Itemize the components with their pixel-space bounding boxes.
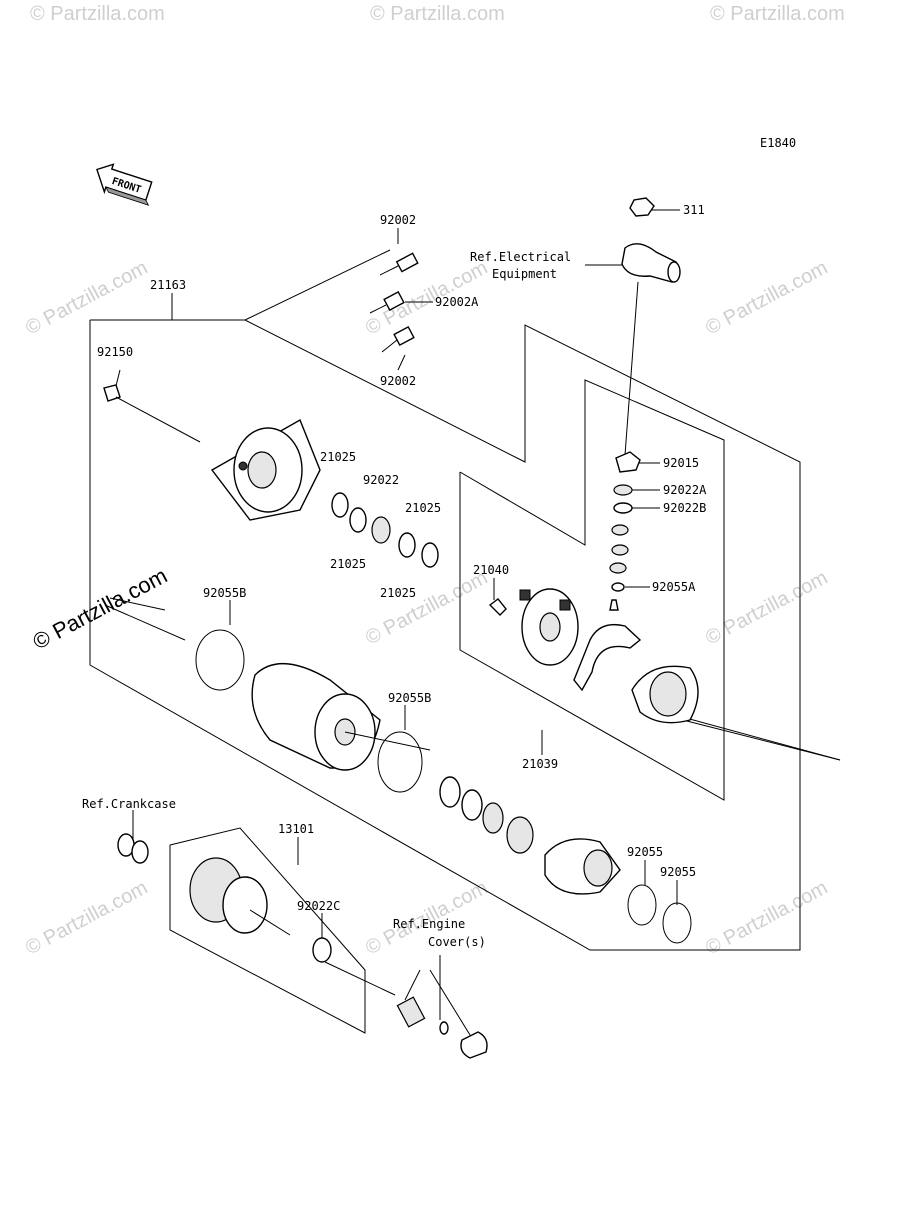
watermark: © Partzilla.com <box>710 3 845 25</box>
label-ref-electrical: Ref.Electrical <box>470 250 571 264</box>
brush-assembly-21039 <box>573 599 699 724</box>
yoke-motor <box>251 663 431 771</box>
bolt-92002-bottom <box>381 325 415 353</box>
label-21040: 21040 <box>473 563 509 577</box>
label-92022c: 92022C <box>297 899 340 913</box>
diagram-code: E1840 <box>760 136 796 150</box>
washer-92022c <box>312 937 332 963</box>
watermark: © Partzilla.com <box>22 257 151 340</box>
bolt-92002-top <box>379 252 419 276</box>
label-92022b: 92022B <box>663 501 706 515</box>
watermark-prominent: © Partzilla.com <box>29 563 172 655</box>
label-21025-d: 21025 <box>380 586 416 600</box>
label-ref-crankcase: Ref.Crankcase <box>82 797 176 811</box>
watermark: © Partzilla.com <box>702 567 831 650</box>
assembly-outline <box>89 319 801 1034</box>
watermark: © Partzilla.com <box>30 3 165 25</box>
label-92002-top: 92002 <box>380 213 416 227</box>
label-ref-engine-2: Cover(s) <box>428 935 486 949</box>
label-13101: 13101 <box>278 822 314 836</box>
label-21039: 21039 <box>522 757 558 771</box>
bearing-plate <box>506 816 534 854</box>
label-92055-b: 92055 <box>660 865 696 879</box>
oring-92055-b <box>662 902 692 944</box>
oring-92055b-mid <box>377 731 423 793</box>
washer-stack-21025 <box>331 492 439 568</box>
leader-lines <box>104 209 841 1036</box>
watermark: © Partzilla.com <box>22 877 151 960</box>
terminal-cap <box>621 243 681 283</box>
label-21025-c: 21025 <box>330 557 366 571</box>
watermark: © Partzilla.com <box>702 877 831 960</box>
label-92015: 92015 <box>663 456 699 470</box>
label-ref-electrical-2: Equipment <box>492 267 557 281</box>
oring-92055b-left <box>195 629 245 691</box>
label-92055a: 92055A <box>652 580 696 594</box>
label-92055b-mid: 92055B <box>388 691 431 705</box>
watermark: © Partzilla.com <box>362 567 491 650</box>
label-92150: 92150 <box>97 345 133 359</box>
front-arrow-icon: FRONT <box>96 163 153 206</box>
label-92002-bottom: 92002 <box>380 374 416 388</box>
oring-92055-a <box>627 884 657 926</box>
label-21163: 21163 <box>150 278 186 292</box>
nut-311 <box>629 197 655 217</box>
label-92022a: 92022A <box>663 483 707 497</box>
brush-holder-21040 <box>488 598 507 616</box>
callout-labels: 311 Ref.Electrical Equipment 92002 92002… <box>82 203 707 949</box>
watermark: © Partzilla.com <box>370 3 505 25</box>
bolt-92002a <box>369 290 405 314</box>
collar <box>439 1021 488 1059</box>
spring <box>396 996 426 1028</box>
front-cover <box>544 838 621 895</box>
bolt-92150 <box>103 384 201 443</box>
label-92022: 92022 <box>363 473 399 487</box>
watermark-layer: © Partzilla.com © Partzilla.com © Partzi… <box>22 3 845 959</box>
terminal-hardware-stack <box>609 451 641 592</box>
label-21025-b: 21025 <box>405 501 441 515</box>
bushing-crankcase <box>117 833 149 864</box>
label-92055-a: 92055 <box>627 845 663 859</box>
label-92002a: 92002A <box>435 295 479 309</box>
starter-clutch-13101 <box>189 857 291 936</box>
washer-stack-mid <box>439 776 504 834</box>
label-311: 311 <box>683 203 705 217</box>
end-cover-21163 <box>210 418 321 521</box>
label-21025-a: 21025 <box>320 450 356 464</box>
label-ref-engine: Ref.Engine <box>393 917 465 931</box>
label-92055b-left: 92055B <box>203 586 246 600</box>
brush-plate <box>519 588 579 666</box>
watermark: © Partzilla.com <box>702 257 831 340</box>
